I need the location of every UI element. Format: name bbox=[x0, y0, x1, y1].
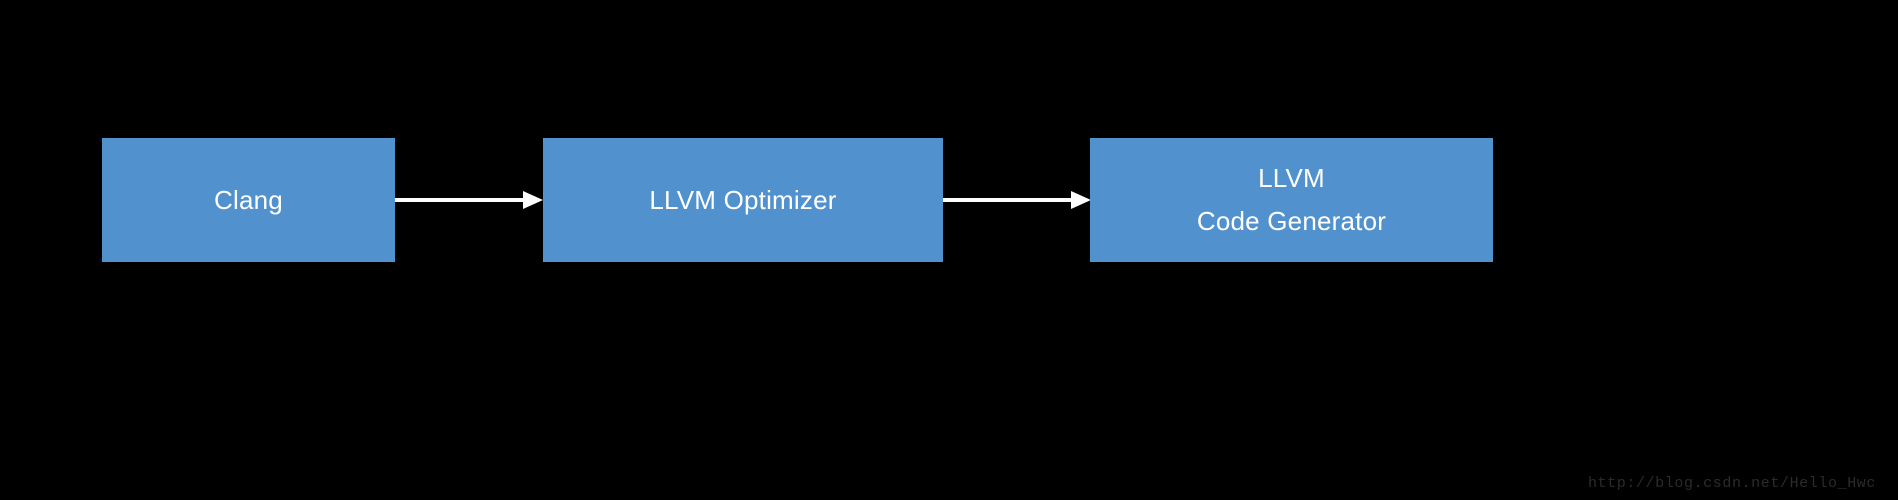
arrow-optimizer-to-codegen bbox=[943, 191, 1091, 209]
arrow-clang-to-optimizer bbox=[395, 191, 543, 209]
node-label-codegen-line-1: LLVM bbox=[1258, 163, 1325, 194]
process-node-llvm-optimizer[interactable]: LLVM Optimizer bbox=[543, 138, 943, 262]
process-node-clang[interactable]: Clang bbox=[102, 138, 395, 262]
node-label-optimizer-line-1: LLVM Optimizer bbox=[649, 184, 837, 215]
node-label-codegen-line-2: Code Generator bbox=[1196, 206, 1387, 236]
node-label-clang-line-1: Clang bbox=[214, 184, 283, 215]
watermark-url: http://blog.csdn.net/Hello_Hwc bbox=[1587, 475, 1876, 492]
process-node-llvm-code-generator[interactable]: LLVM Code Generator bbox=[1090, 138, 1493, 262]
